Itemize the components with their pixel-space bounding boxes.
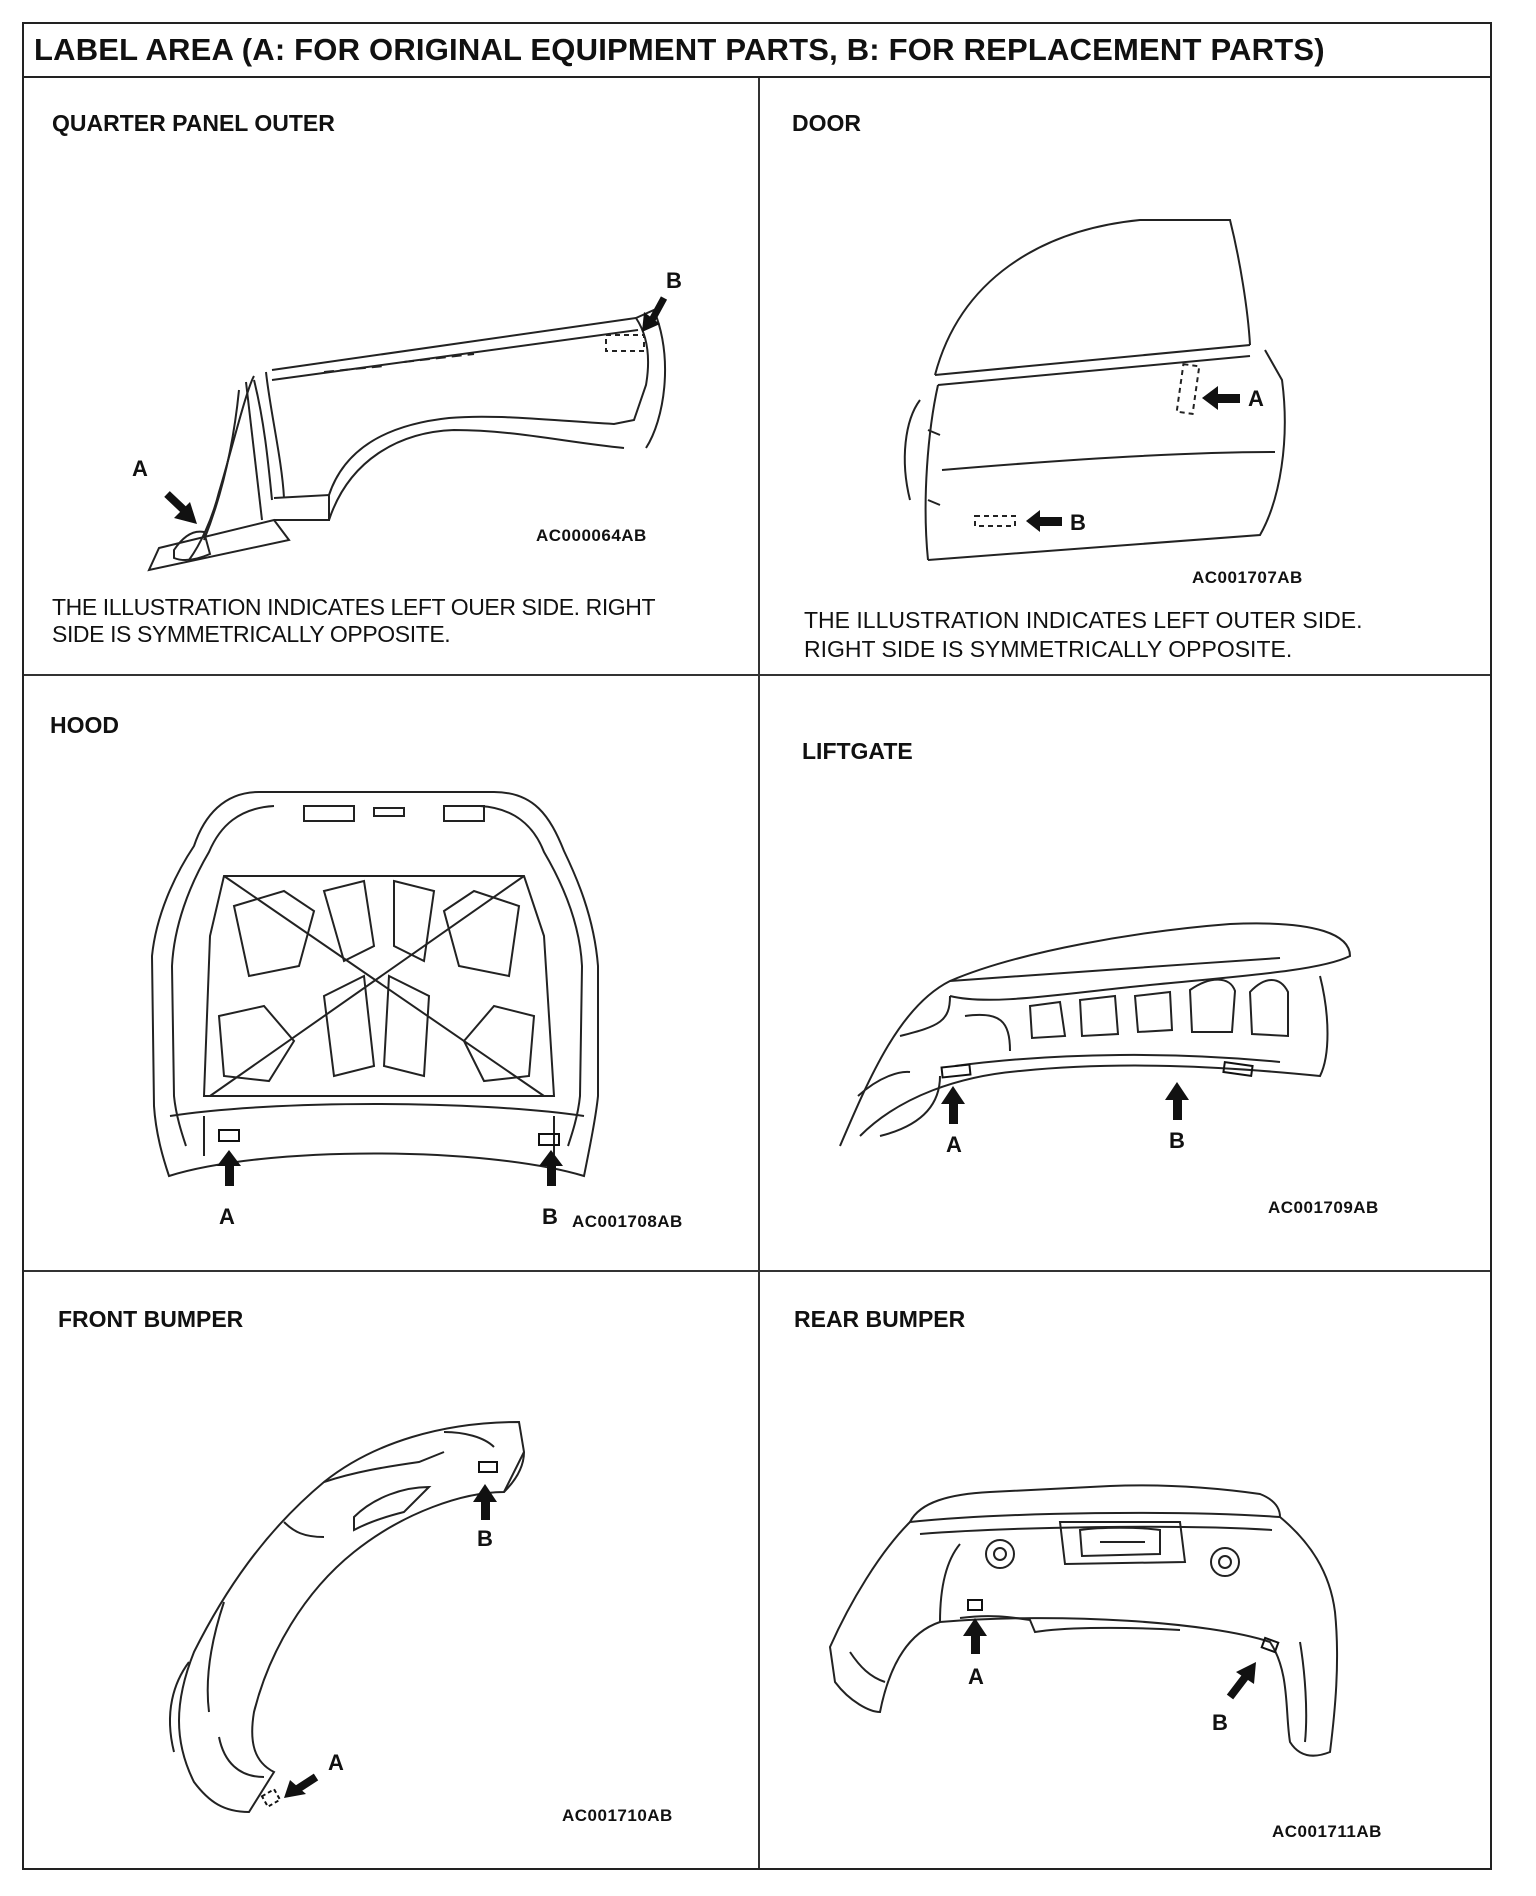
label-b-marker — [478, 1461, 498, 1473]
front-bumper-illustration — [168, 1420, 526, 1814]
label-a-marker — [260, 1787, 282, 1809]
label-b-marker — [1260, 1636, 1280, 1654]
label-a-marker — [1175, 362, 1201, 416]
panel-front-bumper: FRONT BUMPER — [24, 1272, 758, 1868]
note-line-1: THE ILLUSTRATION INDICATES LEFT OUTER SI… — [804, 607, 1363, 633]
rear-bumper-illustration — [828, 1484, 1339, 1757]
label-a-marker — [940, 1063, 972, 1079]
figure-code: AC001707AB — [1192, 568, 1303, 587]
label-b: B — [666, 268, 682, 293]
label-b-marker — [605, 334, 645, 352]
label-a: A — [219, 1204, 235, 1229]
label-a: A — [968, 1664, 984, 1689]
label-b: B — [1070, 510, 1086, 535]
figure-code: AC001709AB — [1268, 1198, 1379, 1217]
panel-note: THE ILLUSTRATION INDICATES LEFT OUER SID… — [52, 594, 656, 648]
column-divider — [758, 78, 760, 1868]
panel-title: QUARTER PANEL OUTER — [52, 110, 335, 136]
row-divider-1 — [24, 674, 1490, 676]
panel-title: HOOD — [50, 712, 119, 738]
panel-title: LIFTGATE — [802, 738, 913, 764]
label-a: A — [946, 1132, 962, 1157]
figure-code: AC000064AB — [536, 526, 647, 545]
label-b: B — [1212, 1710, 1228, 1735]
sheet-title: LABEL AREA (A: FOR ORIGINAL EQUIPMENT PA… — [34, 32, 1325, 67]
label-b: B — [542, 1204, 558, 1229]
panel-quarter-panel: QUARTER PANEL OUTER — [24, 80, 758, 674]
hood-illustration — [150, 791, 599, 1186]
door-illustration — [903, 219, 1286, 561]
arrow-b-icon — [473, 1484, 497, 1520]
liftgate-illustration — [839, 922, 1352, 1147]
panel-title: DOOR — [792, 110, 861, 136]
arrow-a-icon — [284, 1773, 319, 1798]
row-divider-2 — [24, 1270, 1490, 1272]
label-b-marker — [1222, 1060, 1254, 1078]
arrow-a-icon — [941, 1086, 965, 1124]
panel-title: FRONT BUMPER — [58, 1306, 244, 1332]
label-a-marker — [967, 1599, 983, 1611]
panel-hood: HOOD — [24, 676, 758, 1270]
arrow-b-icon — [539, 1150, 563, 1186]
label-a: A — [1248, 386, 1264, 411]
label-b-marker — [538, 1133, 560, 1146]
arrow-b-icon — [1026, 510, 1062, 532]
note-line-2: RIGHT SIDE IS SYMMETRICALLY OPPOSITE. — [804, 636, 1293, 662]
quarter-panel-illustration — [147, 296, 668, 572]
label-b: B — [477, 1526, 493, 1551]
figure-code: AC001708AB — [572, 1212, 683, 1231]
arrow-a-icon — [1202, 386, 1240, 410]
arrow-b-icon — [1165, 1082, 1189, 1120]
arrow-b-icon — [642, 296, 668, 332]
label-b: B — [1169, 1128, 1185, 1153]
figure-code: AC001711AB — [1272, 1822, 1382, 1841]
label-a: A — [328, 1750, 344, 1775]
panel-title: REAR BUMPER — [794, 1306, 966, 1332]
panel-note: THE ILLUSTRATION INDICATES LEFT OUTER SI… — [804, 606, 1362, 664]
label-b-marker — [974, 515, 1016, 527]
note-line-1: THE ILLUSTRATION INDICATES LEFT OUER SID… — [52, 594, 656, 620]
note-line-2: SIDE IS SYMMETRICALLY OPPOSITE. — [52, 621, 451, 647]
panel-door: DOOR A B AC001 — [760, 80, 1494, 674]
arrow-b-icon — [1226, 1662, 1256, 1700]
label-area-sheet: LABEL AREA (A: FOR ORIGINAL EQUIPMENT PA… — [22, 22, 1492, 1870]
sheet-header: LABEL AREA (A: FOR ORIGINAL EQUIPMENT PA… — [24, 24, 1490, 78]
figure-code: AC001710AB — [562, 1806, 673, 1825]
arrow-a-icon — [217, 1150, 241, 1186]
panel-liftgate: LIFTGATE — [760, 676, 1494, 1270]
panel-rear-bumper: REAR BUMPER — [760, 1272, 1494, 1868]
label-a: A — [132, 456, 148, 481]
label-a-marker — [218, 1129, 240, 1142]
arrow-a-icon — [963, 1618, 987, 1654]
arrow-a-icon — [164, 491, 197, 524]
